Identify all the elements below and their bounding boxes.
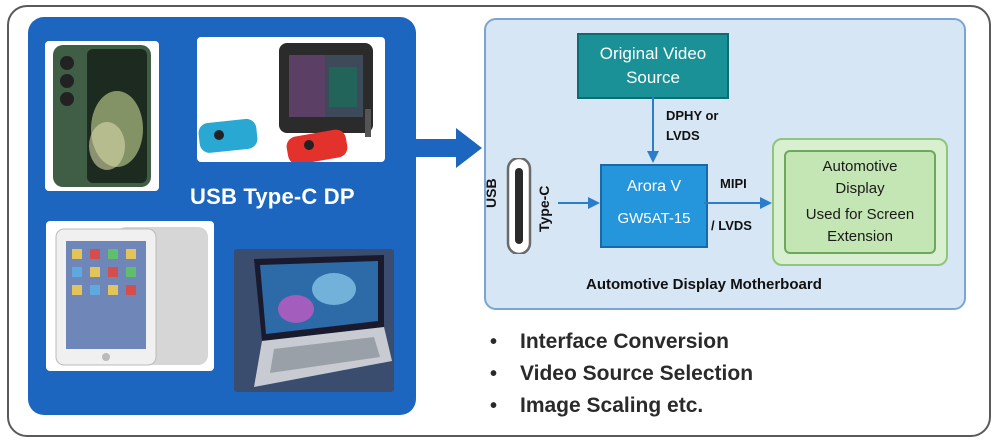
dphy-label-line-1: DPHY or: [666, 108, 719, 123]
feature-label: Image Scaling etc.: [520, 394, 704, 417]
fpga-name: Arora V: [626, 178, 682, 195]
game-console-icon: [198, 43, 373, 162]
feature-item: • Interface Conversion: [490, 326, 753, 358]
lvds-label: / LVDS: [711, 218, 752, 233]
bullet-icon: •: [490, 362, 498, 385]
laptop-image: [234, 249, 394, 392]
bullet-icon: •: [490, 330, 498, 353]
display-line-1: Automotive: [822, 158, 898, 175]
bullet-icon: •: [490, 394, 498, 417]
type-c-label: Type-C: [536, 185, 552, 232]
usb-c-port-icon: [506, 156, 532, 256]
phone-image: [45, 41, 159, 191]
original-video-source-box: Original Video Source: [577, 33, 729, 99]
display-line-3: Used for Screen: [805, 206, 915, 223]
fpga-part-number: GW5AT-15: [617, 210, 691, 227]
right-arrow-icon: [414, 128, 482, 168]
fpga-to-display-arrow-icon: [704, 197, 772, 209]
automotive-display-box: Automotive Display Used for Screen Exten…: [784, 150, 936, 254]
usb-connector: [504, 156, 534, 256]
tablet-icon: [55, 227, 208, 366]
display-line-4: Extension: [827, 228, 893, 245]
dphy-lvds-label: DPHY or LVDS: [666, 106, 719, 146]
feature-label: Interface Conversion: [520, 330, 729, 353]
console-image: [197, 37, 385, 162]
video-source-line-2: Source: [626, 68, 680, 87]
video-source-line-1: Original Video: [599, 44, 707, 63]
feature-list: • Interface Conversion • Video Source Se…: [490, 326, 753, 422]
usb-label: USB: [483, 178, 499, 208]
laptop-icon: [234, 249, 394, 392]
phone-icon: [53, 45, 151, 187]
feature-label: Video Source Selection: [520, 362, 754, 385]
motherboard-title: Automotive Display Motherboard: [586, 276, 822, 293]
feature-item: • Video Source Selection: [490, 358, 753, 390]
dphy-label-line-2: LVDS: [666, 128, 700, 143]
display-line-2: Display: [835, 180, 885, 197]
arora-v-fpga-box: Arora V GW5AT-15: [600, 164, 708, 248]
down-arrow-icon: [647, 95, 659, 163]
usb-type-c-dp-label: USB Type-C DP: [190, 184, 355, 209]
tablet-image: [46, 221, 214, 371]
feature-item: • Image Scaling etc.: [490, 390, 753, 422]
mipi-label: MIPI: [720, 176, 747, 191]
usb-to-fpga-arrow-icon: [558, 197, 600, 209]
